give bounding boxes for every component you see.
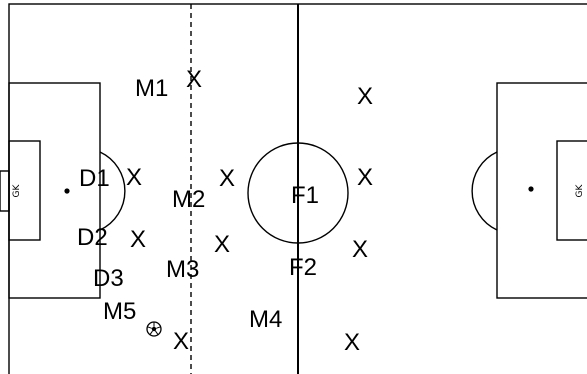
player-d1-label: D1	[79, 165, 110, 192]
opponent-marker: X	[126, 164, 142, 191]
player-m1-label: M1	[135, 75, 168, 102]
left-penalty-arc	[99, 151, 126, 231]
opponent-marker: X	[357, 83, 373, 110]
player-f2-label: F2	[289, 254, 317, 281]
left-penalty-spot	[64, 188, 70, 194]
opponent-marker: X	[344, 329, 360, 356]
player-m4-label: M4	[249, 306, 282, 333]
player-d3-label: D3	[93, 265, 124, 292]
player-m3-label: M3	[166, 256, 199, 283]
opponent-marker: X	[214, 231, 230, 258]
right-goal-area	[556, 140, 587, 241]
left-goal	[0, 170, 10, 212]
right-penalty-area	[496, 82, 587, 299]
opponent-marker: X	[173, 328, 189, 355]
opponent-marker: X	[357, 164, 373, 191]
player-f1-label: F1	[291, 182, 319, 209]
soccer-ball-icon	[146, 321, 162, 337]
player-d2-label: D2	[77, 224, 108, 251]
opponent-marker: X	[219, 165, 235, 192]
player-m2-label: M2	[172, 186, 205, 213]
player-m5-label: M5	[103, 298, 136, 325]
opponent-marker: X	[130, 226, 146, 253]
center-circle	[247, 142, 349, 244]
opponent-marker: X	[186, 66, 202, 93]
right-penalty-spot	[528, 186, 534, 192]
right-penalty-arc	[471, 151, 498, 231]
left-goalkeeper-label: GK	[12, 183, 22, 197]
opponent-marker: X	[352, 236, 368, 263]
right-goalkeeper-label: GK	[575, 183, 585, 197]
